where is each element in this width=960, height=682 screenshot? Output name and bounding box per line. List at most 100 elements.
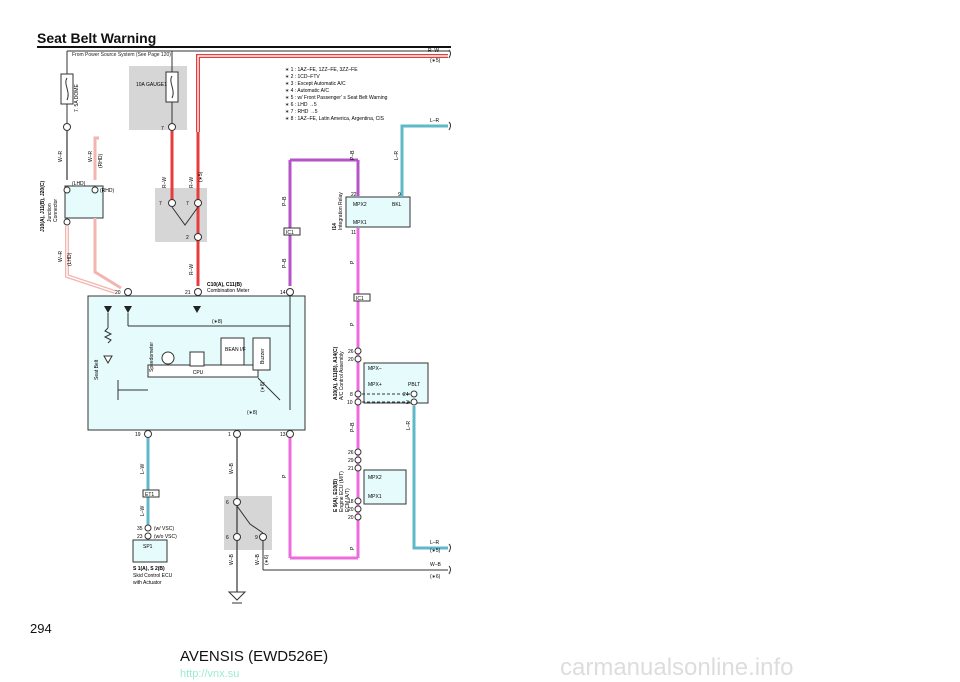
svg-text:20: 20	[348, 515, 354, 521]
svg-text:A/C Control Assembly: A/C Control Assembly	[339, 351, 345, 400]
svg-text:∗ 7 : RHD →5: ∗ 7 : RHD →5	[285, 109, 318, 115]
svg-text:(∗6): (∗6)	[430, 574, 441, 580]
svg-text:22: 22	[351, 192, 357, 198]
svg-text:9: 9	[255, 535, 258, 541]
svg-text:MPX1: MPX1	[353, 220, 367, 226]
wire-lr-bottom	[412, 406, 448, 550]
ground-symbol	[227, 591, 247, 601]
svg-text:(LHD): (LHD)	[67, 252, 73, 266]
ground-jb-shade	[224, 496, 272, 550]
meter-name: C10(A), C11(B)	[207, 282, 242, 288]
svg-text:L–W: L–W	[140, 463, 146, 474]
svg-text:ET1: ET1	[145, 492, 154, 498]
svg-text:W–B: W–B	[229, 554, 235, 566]
svg-text:A10(A), A11(B), A14(C): A10(A), A11(B), A14(C)	[333, 346, 339, 400]
jb-name: J10(A), J11(B), J20(C)	[40, 181, 46, 232]
svg-text:P–B: P–B	[282, 258, 288, 268]
integration-relay	[345, 196, 411, 228]
svg-text:Engine ECU (M/T): Engine ECU (M/T)	[339, 471, 345, 512]
svg-text:Junction: Junction	[47, 203, 53, 222]
svg-text:W–B: W–B	[255, 554, 261, 566]
svg-text:20: 20	[348, 357, 354, 363]
svg-text:2: 2	[186, 235, 189, 241]
watermark-url: http://vnx.su	[180, 668, 240, 680]
svg-text:11: 11	[351, 230, 356, 236]
svg-text:∗ 4 : Automatic A/C: ∗ 4 : Automatic A/C	[285, 88, 329, 94]
buzzer-block	[252, 337, 271, 371]
svg-text:W–B: W–B	[430, 562, 442, 568]
skid-control-ecu	[132, 539, 168, 563]
svg-text:35: 35	[137, 526, 143, 532]
svg-text:10: 10	[347, 400, 353, 406]
svg-text:P: P	[350, 546, 356, 550]
svg-text:7: 7	[159, 201, 162, 207]
svg-text:3: 3	[406, 400, 409, 406]
svg-text:W–R: W–R	[88, 151, 94, 163]
svg-text:CPU: CPU	[193, 370, 204, 376]
svg-text:SP1: SP1	[143, 544, 153, 550]
svg-text:(∗8): (∗8)	[212, 319, 223, 325]
speedometer-gauge	[161, 351, 175, 365]
svg-text:with Actuator: with Actuator	[133, 580, 162, 586]
svg-text:Skid Control ECU: Skid Control ECU	[133, 573, 173, 579]
svg-text:29: 29	[348, 458, 354, 464]
seat-belt-led	[103, 355, 113, 365]
svg-text:MPX1: MPX1	[368, 494, 382, 500]
svg-text:6: 6	[226, 535, 229, 541]
svg-text:MPX2: MPX2	[353, 202, 367, 208]
svg-text:(∗5): (∗5)	[198, 171, 204, 182]
svg-text:(RHD): (RHD)	[98, 154, 104, 168]
svg-text:(∗5): (∗5)	[430, 548, 441, 554]
power-source-label: From Power Source System (See Page 120)	[72, 52, 171, 58]
svg-text:P–B: P–B	[282, 196, 288, 206]
svg-text:L–R: L–R	[430, 540, 440, 546]
svg-text:L–W: L–W	[140, 505, 146, 516]
svg-text:8: 8	[350, 392, 353, 398]
svg-text:IC1: IC1	[356, 296, 364, 302]
wire-label-rw: R–W	[428, 48, 439, 54]
bean-if-block	[220, 337, 245, 366]
model-label: AVENSIS (EWD526E)	[180, 648, 329, 665]
svg-text:PBLT: PBLT	[408, 382, 420, 388]
svg-text:IC1: IC1	[286, 230, 294, 236]
svg-text:26: 26	[348, 450, 354, 456]
page-title: Seat Belt Warning	[37, 30, 157, 46]
svg-text:R–W: R–W	[189, 264, 195, 275]
svg-text:14: 14	[280, 290, 286, 296]
svg-text:BEAN I/F: BEAN I/F	[225, 347, 246, 353]
svg-text:L–R: L–R	[430, 118, 440, 124]
svg-text:7: 7	[186, 201, 189, 207]
svg-text:9: 9	[398, 192, 401, 198]
svg-text:Speedometer: Speedometer	[149, 342, 155, 372]
svg-text:L–R: L–R	[394, 150, 400, 160]
svg-text:W–R: W–R	[58, 251, 64, 263]
page-number: 294	[30, 621, 52, 636]
svg-text:∗ 3 : Except Automatic A/C: ∗ 3 : Except Automatic A/C	[285, 81, 346, 87]
title-rule	[37, 46, 451, 48]
svg-text:(∗8): (∗8)	[247, 410, 258, 416]
svg-text:6: 6	[226, 500, 229, 506]
svg-text:S 1(A), S 2(B): S 1(A), S 2(B)	[133, 566, 165, 572]
svg-text:ECM (A/T): ECM (A/T)	[345, 488, 351, 512]
svg-text:∗ 8 : 1AZ–FE, Latin America,: ∗ 8 : 1AZ–FE, Latin America, Argentina, …	[285, 116, 385, 122]
svg-text:24: 24	[403, 392, 409, 398]
fuse-gauge-label: 10A GAUGE1	[136, 82, 167, 88]
svg-text:W–R: W–R	[58, 151, 64, 163]
svg-text:R–W: R–W	[189, 177, 195, 188]
svg-text:Buzzer: Buzzer	[260, 348, 266, 364]
fuse-dome-label: 7. 5A DOME	[74, 84, 80, 112]
svg-text:I14: I14	[332, 223, 338, 230]
svg-text:21: 21	[348, 466, 354, 472]
wire-lr-top	[400, 124, 448, 197]
svg-text:MPX–: MPX–	[368, 366, 382, 372]
svg-text:L–R: L–R	[406, 420, 412, 430]
svg-text:P–B: P–B	[350, 422, 356, 432]
svg-text:R–W: R–W	[162, 177, 168, 188]
svg-text:Combination Meter: Combination Meter	[207, 288, 250, 294]
seat-belt-resistor	[103, 327, 113, 344]
svg-text:23: 23	[137, 534, 143, 540]
svg-text:MPX+: MPX+	[368, 382, 382, 388]
svg-text:P: P	[282, 474, 288, 478]
svg-text:BKL: BKL	[392, 202, 402, 208]
